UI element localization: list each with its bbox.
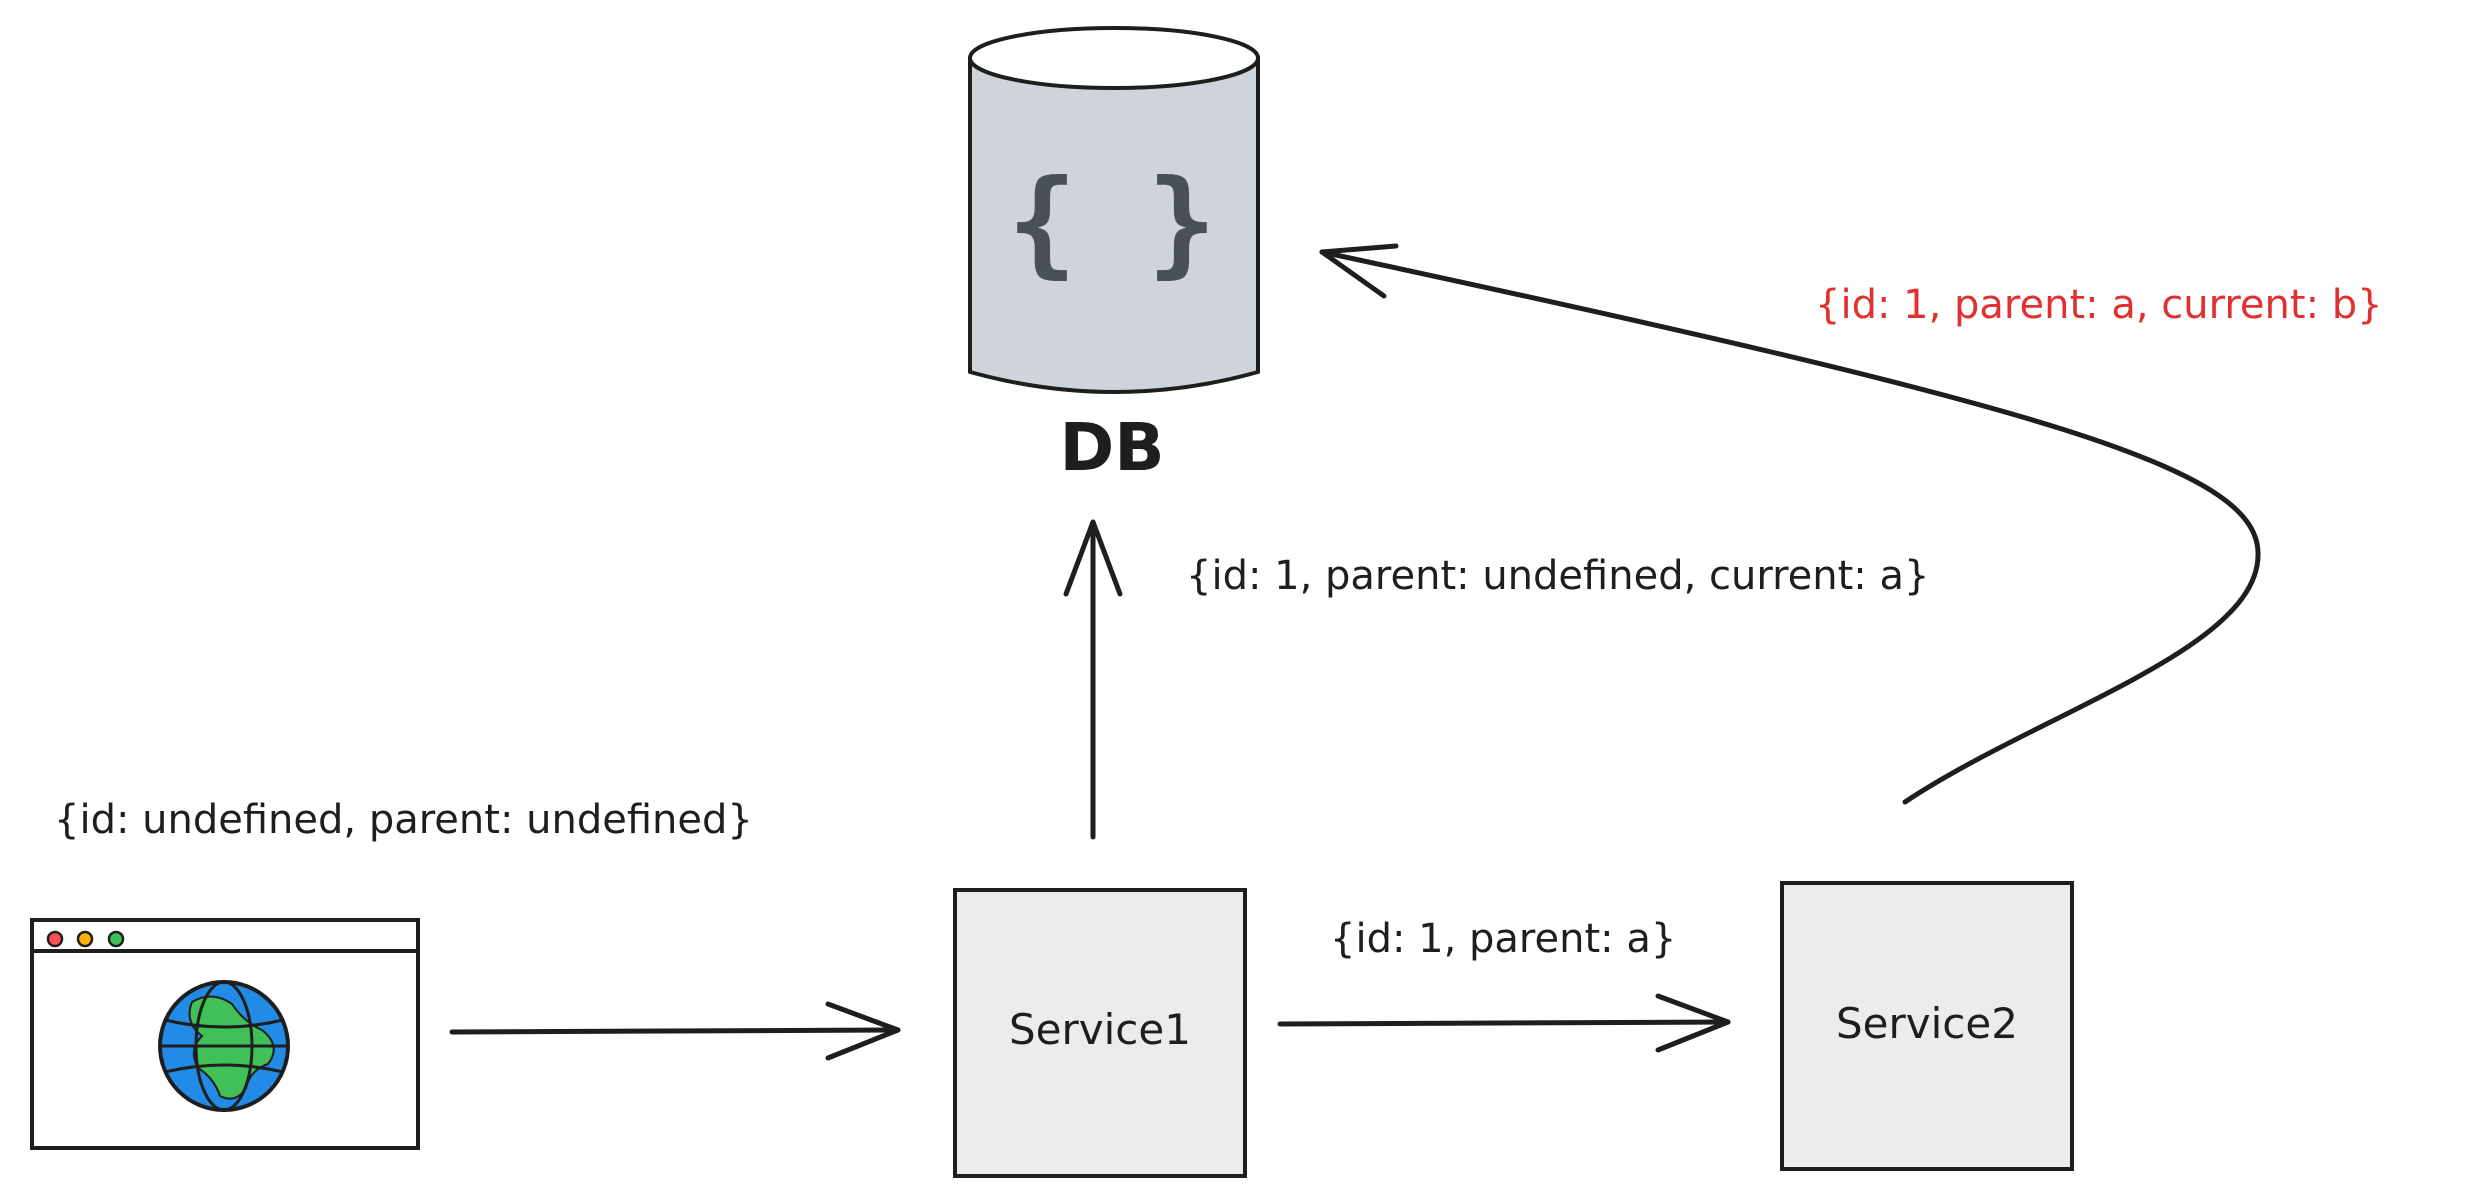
- service2-box: [1780, 881, 2074, 1171]
- arrow-service2-to-db: [1319, 243, 2261, 805]
- globe-icon: [158, 980, 290, 1112]
- arrowhead-left-icon: [1319, 243, 1399, 299]
- browser-close-dot-icon: [46, 930, 64, 948]
- json-braces-icon: { }: [1007, 155, 1217, 290]
- service2-label: Service2: [1836, 999, 2018, 1048]
- arrowhead-up-icon: [1063, 519, 1123, 597]
- edge-label-client-to-service1: {id: undefined, parent: undefined}: [54, 797, 753, 843]
- service1-node: Service1: [953, 888, 1247, 1178]
- edge-label-service2-to-db: {id: 1, parent: a, current: b}: [1815, 282, 2383, 328]
- arrow-service1-to-db: [1063, 519, 1123, 840]
- service1-box: [953, 888, 1247, 1178]
- edge-label-service1-to-service2: {id: 1, parent: a}: [1330, 916, 1676, 962]
- service1-label: Service1: [1009, 1005, 1191, 1054]
- arrow-service1-to-service2: [1277, 993, 1731, 1053]
- browser-minimize-dot-icon: [76, 930, 94, 948]
- arrow-client-to-service1: [449, 1001, 901, 1061]
- db-cylinder-body: [968, 56, 1260, 394]
- db-node: { } DB: [968, 26, 1260, 486]
- db-label: DB: [1059, 409, 1164, 486]
- arrowhead-right-icon: [1655, 993, 1731, 1053]
- client-browser-node: [30, 918, 420, 1150]
- browser-maximize-dot-icon: [107, 930, 125, 948]
- service2-node: Service2: [1780, 881, 2074, 1171]
- edge-label-service1-to-db: {id: 1, parent: undefined, current: a}: [1186, 553, 1929, 599]
- arrowhead-right-icon: [825, 1001, 901, 1061]
- db-cylinder-top: [968, 26, 1260, 90]
